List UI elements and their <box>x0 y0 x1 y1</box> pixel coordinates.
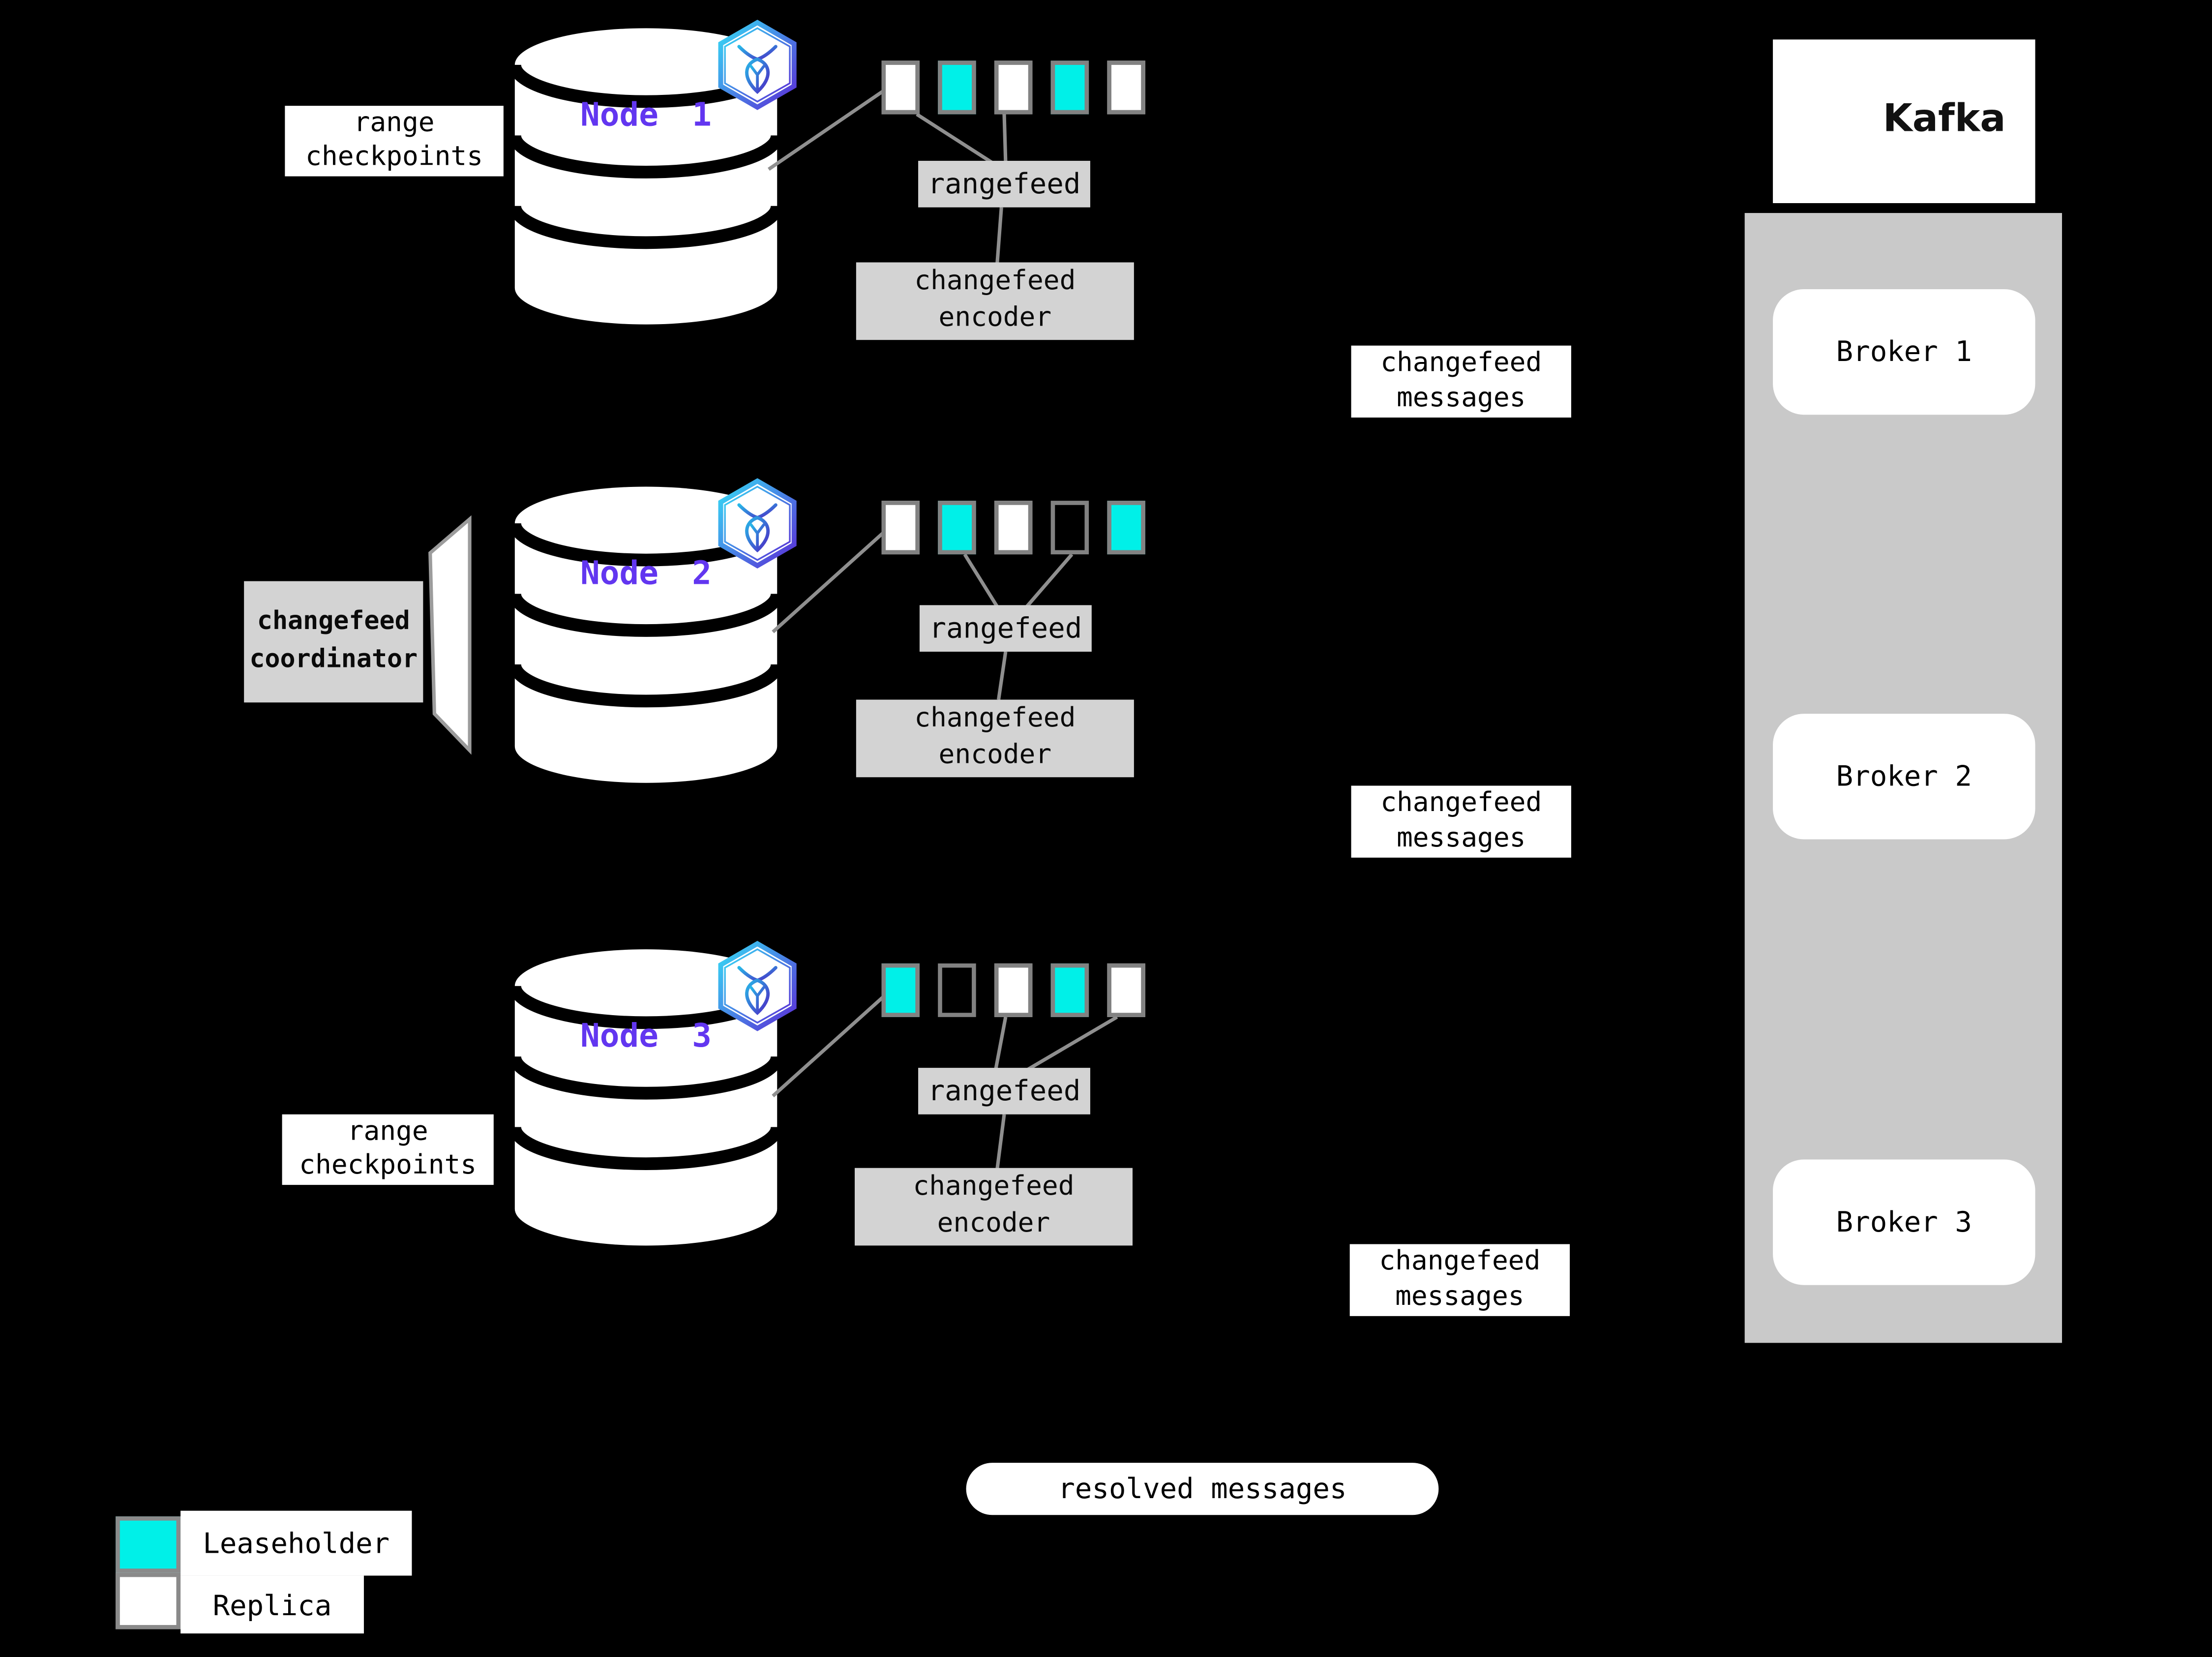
range-square-leaseholder <box>1050 60 1089 115</box>
broker-1: Broker 1 <box>1773 289 2035 415</box>
range-square-replica <box>1107 963 1145 1017</box>
messages-line2: messages <box>1396 382 1526 414</box>
range-checkpoints-label-1: range checkpoints <box>285 106 504 177</box>
messages-line1: changefeed <box>1379 1245 1541 1277</box>
node-2-range-squares <box>881 501 1145 555</box>
range-checkpoints-line2: checkpoints <box>299 1149 477 1181</box>
broker-3: Broker 3 <box>1773 1159 2035 1285</box>
range-square-empty <box>938 963 976 1017</box>
range-square-leaseholder <box>881 963 920 1017</box>
range-checkpoints-line2: checkpoints <box>305 141 483 172</box>
encoder-line1: changefeed <box>914 265 1076 297</box>
changefeed-messages-label-1: changefeed messages <box>1351 345 1571 418</box>
coordinator-line1: changefeed <box>257 606 410 636</box>
node-1-label: Node 1 <box>580 97 712 134</box>
range-square-replica <box>1107 60 1145 115</box>
range-square-replica <box>881 501 920 555</box>
encoder-line2: encoder <box>937 1207 1050 1239</box>
encoder-line2: encoder <box>938 739 1052 770</box>
node-3-label: Node 3 <box>580 1018 712 1055</box>
changefeed-encoder-box-3: changefeed encoder <box>855 1168 1133 1246</box>
broker-2: Broker 2 <box>1773 714 2035 840</box>
changefeed-encoder-box-2: changefeed encoder <box>856 699 1134 778</box>
coordinator-flag-shape <box>428 515 472 755</box>
range-checkpoints-label-2: range checkpoints <box>282 1114 494 1185</box>
node-1-range-squares <box>881 60 1145 115</box>
legend-replica-swatch <box>116 1572 181 1629</box>
rangefeed-box-3: rangefeed <box>918 1068 1090 1115</box>
range-square-replica <box>881 60 920 115</box>
messages-line1: changefeed <box>1380 787 1542 818</box>
range-square-replica <box>994 963 1033 1017</box>
range-square-replica <box>994 60 1033 115</box>
rangefeed-box-1: rangefeed <box>918 160 1090 208</box>
changefeed-encoder-box-1: changefeed encoder <box>856 262 1134 340</box>
kafka-card: Kafka <box>1773 39 2035 203</box>
rangefeed-box-2: rangefeed <box>919 605 1092 652</box>
encoder-line1: changefeed <box>914 702 1076 734</box>
legend-replica-label: Replica <box>180 1575 364 1634</box>
range-square-leaseholder <box>938 501 976 555</box>
range-square-leaseholder <box>1050 963 1089 1017</box>
changefeed-coordinator-box: changefeed coordinator <box>244 581 423 703</box>
range-square-empty <box>1050 501 1089 555</box>
kafka-wordmark: Kafka <box>1883 97 2006 141</box>
range-checkpoints-line1: range <box>354 107 435 139</box>
cockroachdb-badge-icon <box>721 481 794 566</box>
resolved-messages-pill: resolved messages <box>966 1463 1439 1515</box>
range-square-replica <box>994 501 1033 555</box>
coordinator-line2: coordinator <box>249 644 418 674</box>
cockroachdb-badge-icon <box>721 944 794 1028</box>
changefeed-messages-label-2: changefeed messages <box>1351 785 1571 858</box>
node-3-range-squares <box>881 963 1145 1017</box>
messages-line1: changefeed <box>1380 347 1542 378</box>
changefeed-messages-label-3: changefeed messages <box>1349 1244 1570 1316</box>
cockroachdb-badge-icon <box>721 23 794 107</box>
encoder-line1: changefeed <box>913 1171 1075 1202</box>
encoder-line2: encoder <box>938 301 1052 333</box>
range-square-leaseholder <box>938 60 976 115</box>
connector-lines <box>768 89 1118 1170</box>
legend-leaseholder-label: Leaseholder <box>180 1510 412 1576</box>
messages-line2: messages <box>1396 822 1526 854</box>
legend-leaseholder-swatch <box>116 1516 181 1573</box>
node-2-label: Node 2 <box>580 555 712 593</box>
messages-line2: messages <box>1395 1281 1524 1312</box>
range-square-leaseholder <box>1107 501 1145 555</box>
range-checkpoints-line1: range <box>347 1115 428 1147</box>
